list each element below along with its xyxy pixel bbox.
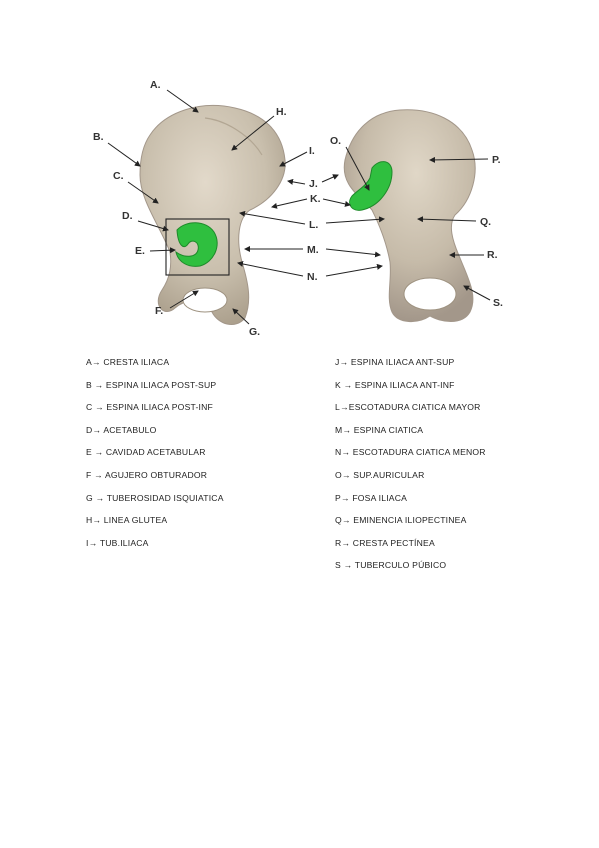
arrow-n1 — [237, 261, 304, 277]
arrow-j1 — [287, 178, 306, 185]
legend-item-n: N→ ESCOTADURA CIATICA MENOR — [335, 447, 486, 458]
arrow-b — [107, 142, 141, 167]
arrow-l2 — [325, 216, 385, 224]
arrow-h — [231, 115, 275, 151]
leader-arrows — [107, 89, 491, 325]
arrow-k1 — [271, 198, 308, 209]
label-o: O. — [330, 135, 341, 147]
arrow-p — [429, 156, 489, 163]
arrow-s — [463, 285, 491, 301]
left-hip-bone — [139, 105, 286, 326]
legend-item-e: E → CAVIDAD ACETABULAR — [86, 447, 206, 458]
arrow-j2 — [321, 174, 339, 183]
arrow-m2 — [325, 248, 381, 258]
legend-item-r: R→ CRESTA PECTÍNEA — [335, 537, 435, 548]
legend-item-c: C → ESPINA ILIACA POST-INF — [86, 402, 213, 413]
label-r: R. — [487, 249, 498, 261]
arrow-d — [137, 220, 169, 232]
legend-item-b: B → ESPINA ILIACA POST-SUP — [86, 379, 217, 390]
obturator-foramen — [182, 287, 228, 313]
legend-item-d: D→ ACETABULO — [86, 424, 157, 435]
right-hip-bone — [343, 109, 476, 322]
arrow-f — [169, 290, 199, 309]
label-i: I. — [309, 145, 315, 157]
legend-item-j: J→ ESPINA ILIACA ANT-SUP — [335, 357, 455, 367]
label-k: K. — [310, 193, 321, 205]
legend-item-f: F → AGUJERO OBTURADOR — [86, 469, 208, 480]
arrow-c — [127, 181, 159, 204]
label-e: E. — [135, 245, 145, 257]
label-a: A. — [150, 79, 161, 91]
arrow-a — [166, 89, 199, 113]
legend-item-l: L→ESCOTADURA CIATICA MAYOR — [335, 402, 481, 413]
arrow-q — [417, 216, 477, 223]
label-g: G. — [249, 326, 260, 338]
label-b: B. — [93, 131, 104, 143]
legend-item-m: M→ ESPINA CIATICA — [335, 424, 424, 435]
label-s: S. — [493, 297, 503, 309]
label-l: L. — [309, 219, 318, 231]
legend-item-k: K → ESPINA ILIACA ANT-INF — [335, 379, 455, 390]
legend-item-q: Q→ EMINENCIA ILIOPECTINEA — [335, 515, 467, 526]
legend-item-i: I→ TUB.ILIACA — [86, 537, 149, 548]
legend-item-p: P→ FOSA ILIACA — [335, 492, 408, 503]
arrow-l1 — [239, 210, 306, 225]
arrow-n2 — [325, 263, 383, 277]
arrow-i — [279, 151, 308, 167]
legend-left-column: A→ CRESTA ILIACA B → ESPINA ILIACA POST-… — [86, 356, 316, 559]
legend-item-s: S → TUBERCULO PÚBICO — [335, 560, 447, 571]
legend-item-o: O→ SUP.AURICULAR — [335, 469, 425, 480]
auricular-surface — [349, 161, 393, 211]
label-c: C. — [113, 170, 124, 182]
label-h: H. — [276, 106, 287, 118]
acetabulum-box — [165, 218, 230, 276]
arrow-o — [345, 146, 370, 191]
label-n: N. — [307, 271, 318, 283]
label-q: Q. — [480, 216, 491, 228]
legend-item-g: G → TUBEROSIDAD ISQUIATICA — [86, 492, 224, 503]
legend-item-a: A→ CRESTA ILIACA — [86, 357, 170, 367]
label-j: J. — [309, 178, 318, 190]
arrow-g — [232, 308, 250, 325]
legend-item-h: H→ LINEA GLUTEA — [86, 515, 168, 526]
legend-right-column: J→ ESPINA ILIACA ANT-SUP K → ESPINA ILIA… — [335, 356, 575, 582]
obturator-foramen-medial — [403, 277, 457, 311]
arrow-k2 — [322, 198, 351, 207]
hip-bone-figure: A. B. C. D. E. F. G. H. I. J. K. L. M. N… — [93, 79, 503, 338]
label-m: M. — [307, 244, 319, 256]
arrow-e — [149, 247, 176, 254]
label-p: P. — [492, 154, 501, 166]
label-d: D. — [122, 210, 133, 222]
label-f: F. — [155, 305, 163, 317]
acetabular-cavity — [175, 222, 218, 267]
